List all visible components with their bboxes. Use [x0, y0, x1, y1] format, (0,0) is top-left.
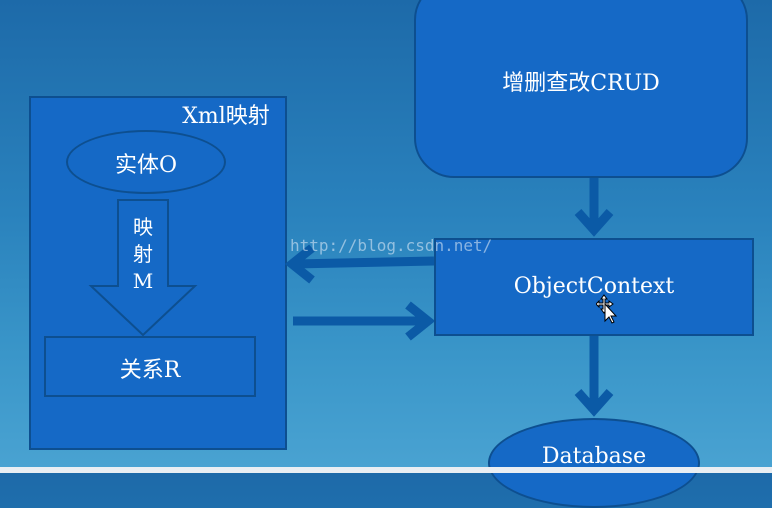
object-context-box: [434, 238, 754, 336]
mapping-arrow-label-line-2: 射: [133, 242, 153, 266]
mapping-panel-title: Xml映射: [182, 104, 270, 129]
relation-label: 关系R: [119, 358, 181, 383]
crud-box: [414, 0, 748, 178]
mapping-arrow-label-line-3: M: [132, 269, 154, 293]
arrow-context-to-database: [574, 336, 614, 417]
object-context-label: ObjectContext: [513, 274, 675, 299]
entity-label: 实体O: [114, 153, 178, 178]
mapping-arrow-label-line-1: 映: [133, 215, 153, 239]
arrow-panel-to-context: [293, 301, 436, 341]
crud-label: 增删查改CRUD: [502, 71, 660, 96]
database-label: Database: [541, 444, 647, 469]
entity-ellipse: [66, 130, 226, 194]
mapping-arrow-label: 映 射 M: [118, 214, 168, 295]
relation-box: [44, 336, 256, 397]
move-cursor-icon: [596, 294, 618, 324]
watermark-text: http://blog.csdn.net/: [290, 236, 493, 255]
bottom-strip: [0, 467, 772, 473]
arrow-crud-to-context: [574, 178, 614, 237]
